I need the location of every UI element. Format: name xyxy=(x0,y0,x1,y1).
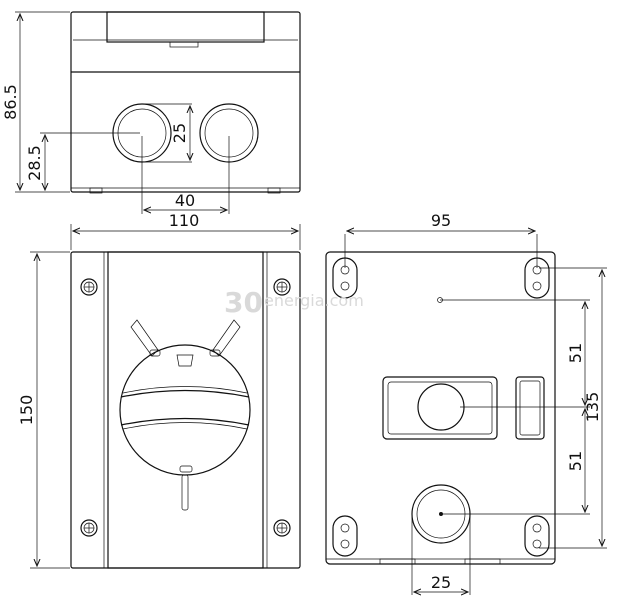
front-view-dimensions: 110 150 xyxy=(17,211,301,569)
mount-hole-bottom-right xyxy=(524,515,550,557)
screw-front-top-left xyxy=(80,278,98,296)
dim-width-front: 110 xyxy=(169,211,200,230)
dim-hole-offset: 28.5 xyxy=(25,145,44,181)
mount-hole-bottom-left xyxy=(332,515,358,557)
back-boss xyxy=(382,376,498,440)
screw-front-top-right xyxy=(273,278,291,296)
watermark-sub: energia.com xyxy=(264,291,364,310)
screw-front-bottom-right xyxy=(273,519,291,537)
screw-front-bottom-left xyxy=(80,519,98,537)
dim-mount-width: 95 xyxy=(431,211,451,230)
back-view-dimensions: 95 135 51 51 25 xyxy=(344,211,607,595)
dim-lower-offset: 51 xyxy=(566,451,585,471)
top-view-dimensions: 86.5 28.5 25 40 xyxy=(1,11,230,214)
watermark-main: 30 xyxy=(224,286,263,319)
dim-hole-diameter-top: 25 xyxy=(170,123,189,143)
dim-upper-offset: 51 xyxy=(566,343,585,363)
front-view xyxy=(70,251,301,569)
rotary-knob xyxy=(119,344,251,476)
back-slot xyxy=(515,376,545,440)
dim-height-front: 150 xyxy=(17,395,36,426)
dim-hole-diameter-back: 25 xyxy=(431,573,451,592)
back-view xyxy=(325,251,556,565)
top-view xyxy=(70,11,301,194)
dim-height-top: 86.5 xyxy=(1,84,20,120)
position-marks xyxy=(130,319,241,511)
dim-hole-spacing: 40 xyxy=(175,191,195,210)
watermark: 30 energia.com xyxy=(224,286,364,319)
